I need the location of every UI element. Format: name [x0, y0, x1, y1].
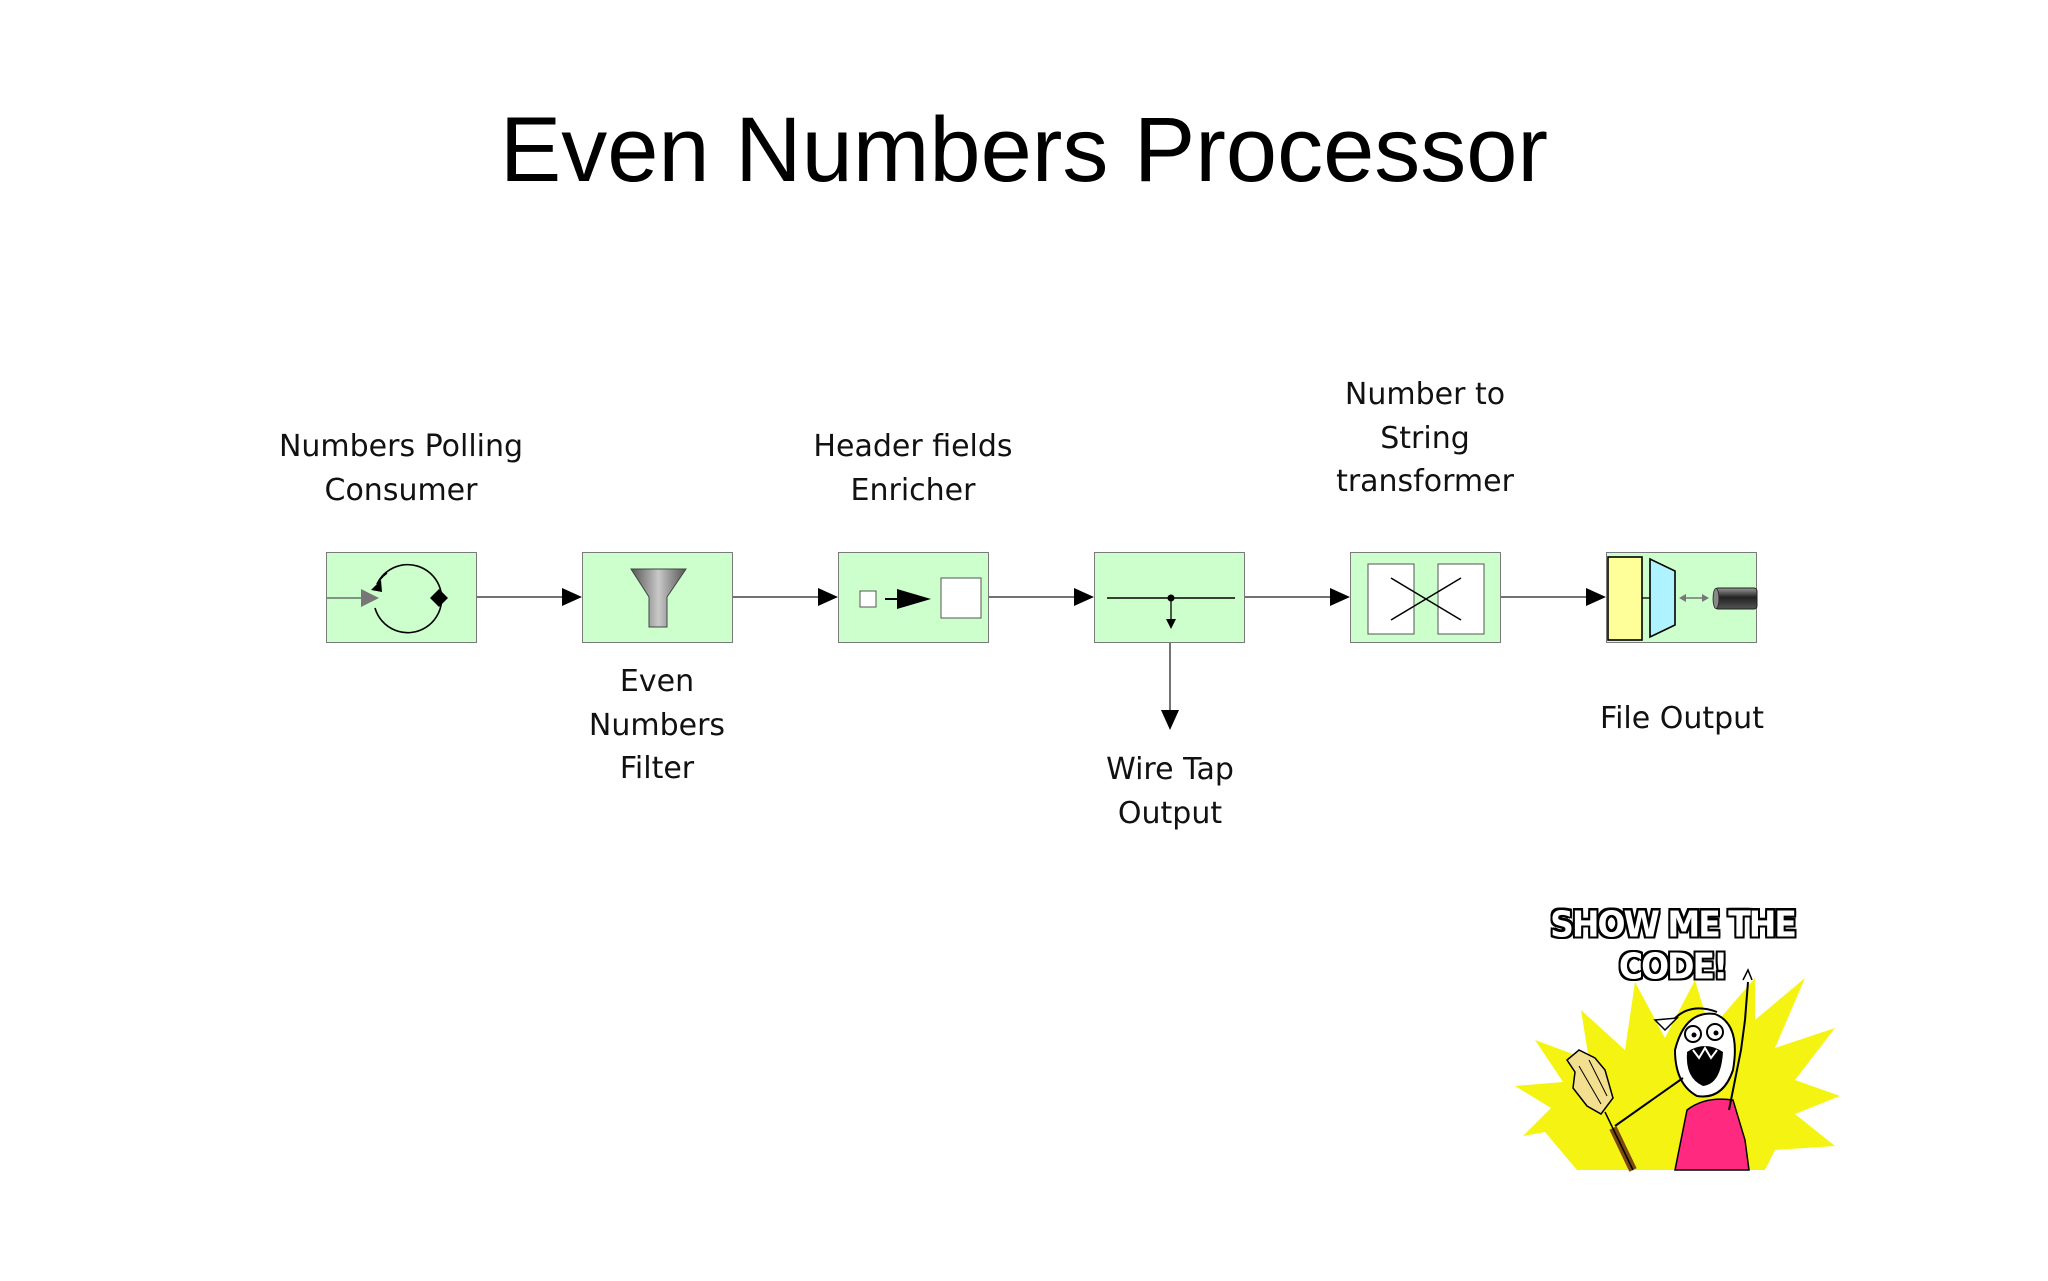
all-the-things-meme-icon	[1505, 900, 1840, 1180]
transformer-node[interactable]	[1350, 552, 1501, 643]
label-enricher: Header fields Enricher	[753, 425, 1073, 512]
label-polling-consumer: Numbers Polling Consumer	[241, 425, 561, 512]
arrowhead-2	[818, 588, 838, 606]
enricher-node[interactable]	[838, 552, 989, 643]
arrowhead-5	[1586, 588, 1606, 606]
polling-consumer-icon	[327, 553, 478, 644]
filter-node[interactable]	[582, 552, 733, 643]
file-adapter-icon	[1607, 553, 1758, 644]
funnel-icon	[583, 553, 734, 644]
label-file-output: File Output	[1522, 697, 1842, 741]
arrowhead-1	[562, 588, 582, 606]
label-filter: Even Numbers Filter	[497, 660, 817, 791]
label-wire-tap: Wire Tap Output	[1010, 748, 1330, 835]
content-enricher-icon	[839, 553, 990, 644]
transformer-icon	[1351, 553, 1502, 644]
arrowhead-6	[1161, 710, 1179, 730]
file-output-node[interactable]	[1606, 552, 1757, 643]
wire-tap-node[interactable]	[1094, 552, 1245, 643]
wire-tap-icon	[1095, 553, 1246, 644]
arrowhead-3	[1074, 588, 1094, 606]
polling-consumer-node[interactable]	[326, 552, 477, 643]
label-transformer: Number to String transformer	[1265, 373, 1585, 504]
arrowhead-4	[1330, 588, 1350, 606]
show-me-the-code-meme: SHOW ME THE CODE!	[1505, 900, 1840, 1180]
